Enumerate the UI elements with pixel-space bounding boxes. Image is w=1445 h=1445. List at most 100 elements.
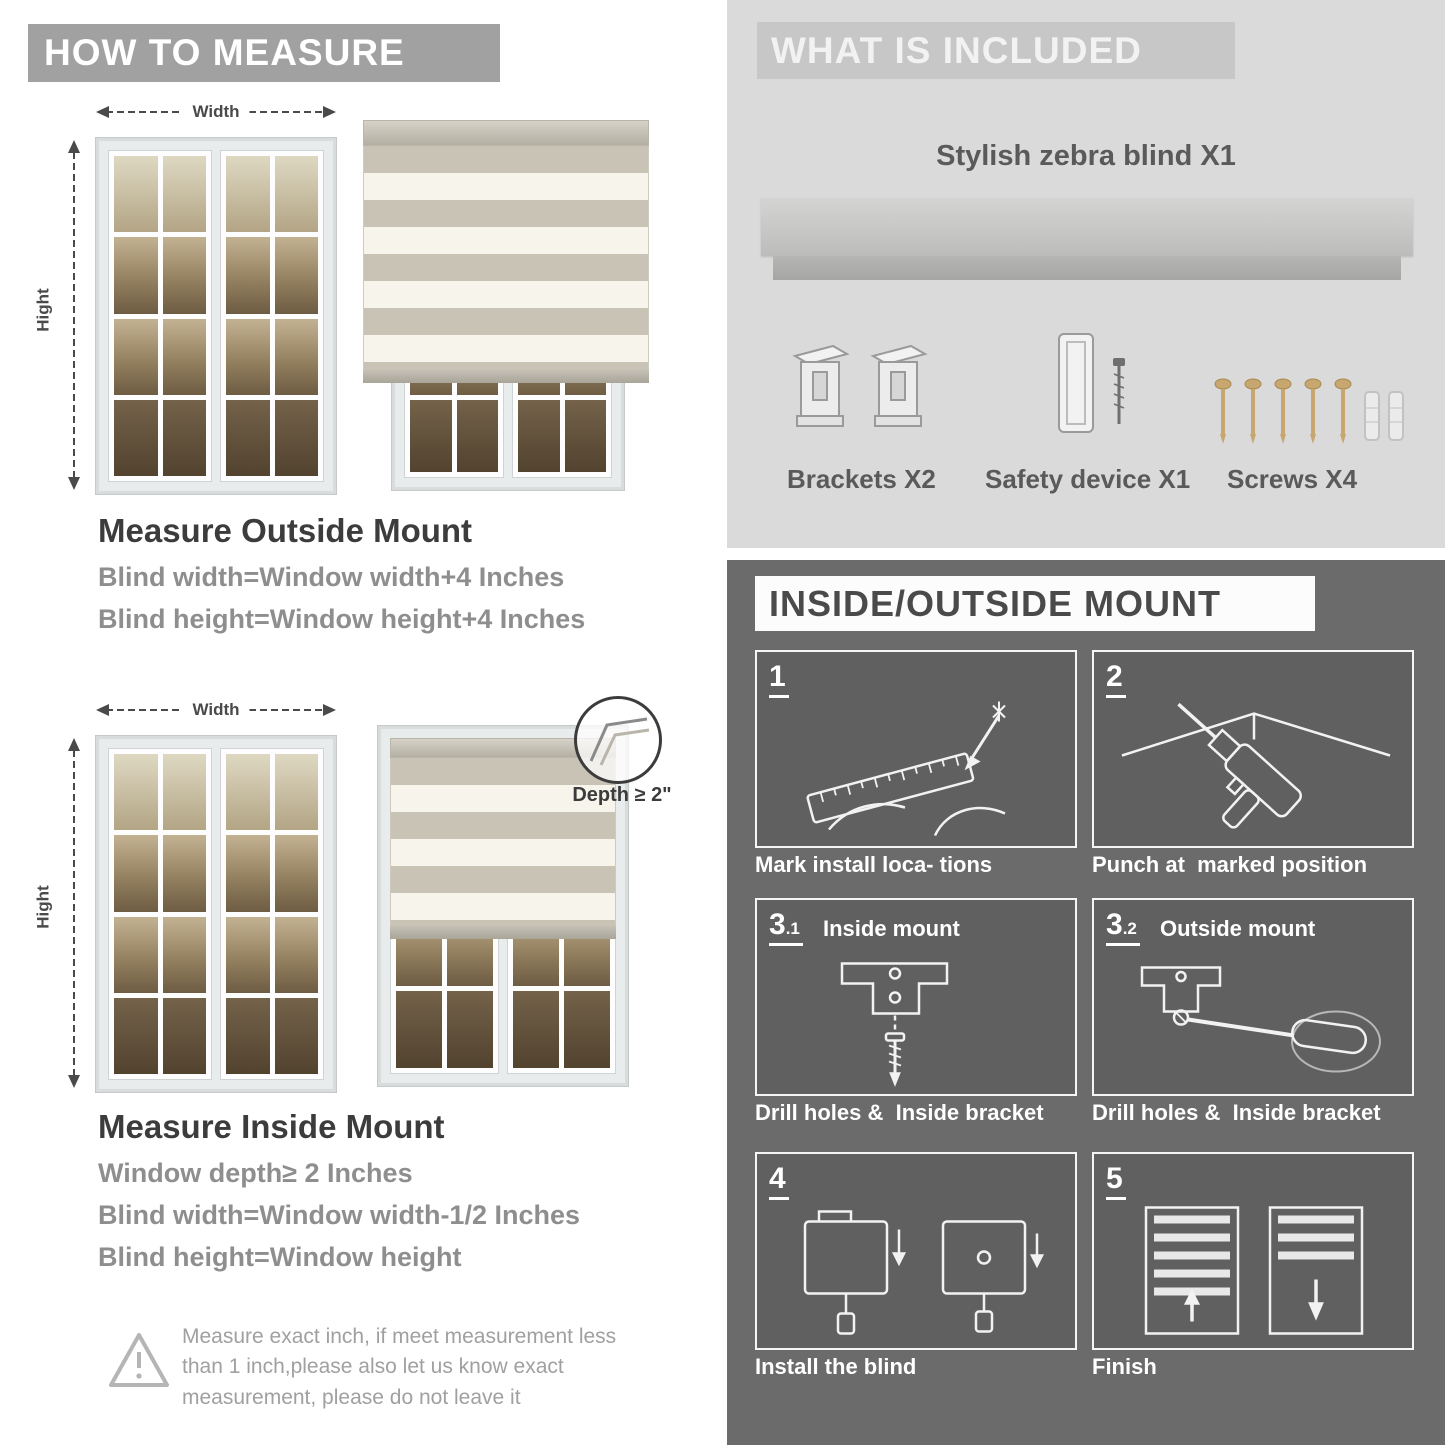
inside-mount-title: Measure Inside Mount [98, 1108, 445, 1145]
anchor-icon [1364, 391, 1404, 441]
screwdriver-bracket-illustration [1140, 966, 1381, 1073]
step-number: 3.2 [1106, 908, 1140, 946]
window-pane [162, 237, 206, 314]
height-label: Hight [33, 885, 53, 929]
step-panel-2: 2 [1092, 650, 1414, 848]
window-pane [274, 916, 318, 993]
window-pane [564, 399, 606, 472]
window-pane [114, 835, 158, 912]
blind-valance-illustration [773, 256, 1401, 280]
zebra-blind-inside-mount [390, 738, 616, 939]
step-label: Inside mount [823, 916, 960, 941]
height-measure-arrow [64, 140, 84, 490]
window-pane [518, 399, 560, 472]
step-number: 2 [1106, 660, 1126, 698]
step-panel-4: 4 [755, 1152, 1077, 1350]
inside-formula-height: Blind height=Window height [98, 1242, 462, 1272]
drill-illustration [1121, 702, 1391, 829]
window-pane [274, 835, 318, 912]
window-pane [410, 399, 452, 472]
zebra-blind-outside-mount [363, 120, 649, 383]
step-panel-1: 1 [755, 650, 1077, 848]
what-is-included-section: WHAT IS INCLUDED Stylish zebra blind X1 [727, 0, 1445, 548]
height-measure-arrow [64, 738, 84, 1088]
width-label: Width [182, 700, 250, 720]
brackets-label: Brackets X2 [787, 464, 936, 494]
window-sash [220, 150, 324, 482]
bracket-icon [792, 344, 928, 427]
screws-label: Screws X4 [1227, 464, 1358, 494]
inside-formula-depth: Window depth≥ 2 Inches [98, 1158, 413, 1188]
how-to-measure-header: HOW TO MEASURE [28, 24, 500, 82]
window-pane [114, 916, 158, 993]
step-caption-3-1: Drill holes & Inside bracket [755, 1100, 1044, 1125]
outside-formula-height: Blind height=Window height+4 Inches [98, 604, 586, 634]
step-caption-4: Install the blind [755, 1354, 917, 1379]
window-pane [226, 916, 270, 993]
step-caption-2: Punch at marked position [1092, 852, 1368, 877]
window-corner-detail-icon [589, 717, 650, 766]
install-blind-illustration [803, 1210, 1045, 1335]
window-pane [114, 399, 158, 476]
window-pane [162, 997, 206, 1074]
window-pane [114, 997, 158, 1074]
window-pane [274, 997, 318, 1074]
window-pane [513, 990, 559, 1068]
window-pane [274, 237, 318, 314]
step-panel-5: 5 [1092, 1152, 1414, 1350]
blind-bottomrail [363, 370, 649, 383]
window-pane [226, 754, 270, 831]
step-number: 1 [769, 660, 789, 698]
safety-device-icon [1058, 333, 1125, 433]
finished-blind-illustration [1144, 1206, 1364, 1335]
window-pane [162, 835, 206, 912]
blind-headrail [363, 120, 649, 146]
window-pane [114, 156, 158, 233]
window-illustration-outside [96, 138, 336, 494]
step-caption-1: Mark install loca- tions [755, 852, 993, 877]
measure-mark-illustration [806, 701, 1006, 837]
vertical-arrow-icon [68, 140, 80, 490]
window-pane [274, 399, 318, 476]
mount-guide-section: INSIDE/OUTSIDE MOUNT 1 [727, 560, 1445, 1445]
step-number: 3.1 [769, 908, 803, 946]
bracket-screw-illustration [840, 962, 949, 1087]
window-pane [226, 237, 270, 314]
window-sash [220, 748, 324, 1080]
step-panel-3-1: 3.1 Inside mount [755, 898, 1077, 1096]
window-sash [108, 150, 212, 482]
window-sash [108, 748, 212, 1080]
window-pane [396, 990, 442, 1068]
window-pane [114, 754, 158, 831]
window-illustration-inside [96, 736, 336, 1092]
window-pane [274, 318, 318, 395]
warning-icon [109, 1333, 169, 1387]
window-pane [564, 990, 610, 1068]
height-label: Hight [33, 288, 53, 332]
window-pane [226, 156, 270, 233]
step-number: 4 [769, 1162, 789, 1200]
window-pane [114, 318, 158, 395]
blind-stripes [390, 758, 616, 926]
window-pane [162, 156, 206, 233]
what-is-included-header: WHAT IS INCLUDED [757, 22, 1235, 79]
window-pane [114, 237, 158, 314]
vertical-arrow-icon [68, 738, 80, 1088]
window-pane [162, 754, 206, 831]
window-pane [162, 399, 206, 476]
window-pane [226, 318, 270, 395]
blind-bottomrail [390, 926, 616, 939]
step-number: 5 [1106, 1162, 1126, 1200]
width-measure-arrow: Width [96, 102, 336, 122]
measurement-note: Measure exact inch, if meet measurement … [182, 1325, 617, 1409]
step-caption-5: Finish [1092, 1354, 1157, 1379]
step-label: Outside mount [1160, 916, 1316, 941]
window-pane [456, 399, 498, 472]
outside-formula-width: Blind width=Window width+4 Inches [98, 562, 565, 592]
window-pane [162, 318, 206, 395]
step-caption-3-2: Drill holes & Inside bracket [1092, 1100, 1381, 1125]
step-panel-3-2: 3.2 Outside mount [1092, 898, 1414, 1096]
window-pane [274, 156, 318, 233]
safety-device-label: Safety device X1 [985, 464, 1191, 494]
window-pane [226, 835, 270, 912]
